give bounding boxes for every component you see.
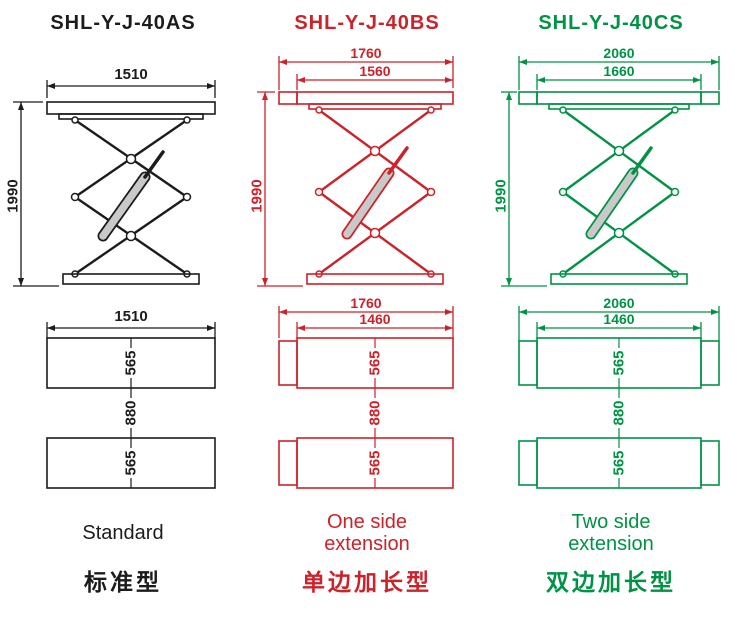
plan-outer-width-label: 2060: [603, 298, 634, 311]
caption-en-two-side: Two side extension: [568, 511, 654, 555]
platform: [277, 91, 454, 110]
model-title-40cs: SHL-Y-J-40CS: [538, 12, 684, 34]
height-dim-label: 1990: [4, 179, 21, 212]
pad-bottom-label: 565: [366, 450, 383, 475]
plan-inner-width-label: 1460: [359, 311, 390, 327]
outer-width-dimension: [517, 56, 720, 90]
height-dim-label: 1990: [248, 179, 265, 212]
outer-width-dim-label: 1760: [350, 46, 381, 61]
gap-label: 880: [122, 400, 139, 425]
plan-width-dim-label: 1510: [114, 308, 147, 325]
column-one-side-extension: SHL-Y-J-40BS 1990 1760: [245, 12, 489, 637]
height-dimension: [256, 91, 303, 287]
column-two-side-extension: SHL-Y-J-40CS 1990 2060: [489, 12, 733, 637]
hydraulic-cylinder: [341, 146, 409, 240]
base-frame: [305, 273, 444, 285]
caption-zh-one-side: 单边加长型: [302, 569, 432, 595]
model-title-40bs: SHL-Y-J-40BS: [294, 12, 440, 34]
inner-width-dim-label: 1660: [603, 63, 634, 79]
caption-en-one-side: One side extension: [324, 511, 410, 555]
height-dimension: [12, 101, 59, 287]
inner-width-dim-label: 1560: [359, 63, 390, 79]
inner-width-dimension: [535, 74, 702, 90]
gap-label: 880: [610, 400, 627, 425]
pivot-joints: [558, 106, 679, 278]
plan-dim-label-backs: [609, 348, 628, 478]
width-dimension: [45, 80, 216, 98]
pad-bottom-label: 565: [122, 450, 139, 475]
column-standard: SHL-Y-J-40AS 1990 1510: [1, 12, 245, 637]
base-frame: [61, 273, 200, 285]
base-frame: [549, 273, 688, 285]
height-dim-label: 1990: [492, 179, 509, 212]
caption-en-standard: Standard: [82, 522, 164, 544]
pad-top-label: 565: [610, 350, 627, 375]
caption-zh-standard: 标准型: [84, 569, 162, 595]
platform: [45, 101, 216, 120]
width-dim-label: 1510: [114, 66, 147, 83]
plan-inner-width-dimension: [535, 322, 702, 338]
plan-dim-label-backs: [121, 348, 140, 478]
plan-outer-width-dimension: [517, 306, 720, 341]
pad-top-label: 565: [366, 350, 383, 375]
inner-width-dimension: [295, 74, 453, 90]
model-title-40as: SHL-Y-J-40AS: [50, 12, 196, 34]
hydraulic-cylinder: [585, 146, 653, 240]
side-view-drawing-two-side: 1990 2060 1660: [492, 46, 720, 287]
plan-inner-width-label: 1460: [603, 311, 634, 327]
plan-width-dimension: [45, 322, 216, 338]
plan-outer-width-label: 1760: [350, 298, 381, 311]
caption-zh-two-side: 双边加长型: [546, 569, 676, 595]
side-view-drawing-one-side: 1990 1760 1560: [248, 46, 454, 287]
plan-view-drawing-standard: 1510 565 880 565: [45, 308, 216, 489]
gap-label: 880: [366, 400, 383, 425]
side-view-drawing-standard: 1990 1510: [4, 66, 216, 287]
plan-view-drawing-one-side: 1760 1460 565 880: [277, 298, 454, 489]
platform: [517, 91, 720, 110]
outer-width-dim-label: 2060: [603, 46, 634, 61]
plan-outer-width-dimension: [277, 306, 454, 338]
pad-top-label: 565: [122, 350, 139, 375]
plan-inner-width-dimension: [295, 322, 453, 338]
height-dimension: [500, 91, 547, 287]
hydraulic-cylinder: [97, 150, 165, 242]
plan-dim-label-backs: [365, 348, 384, 478]
pad-bottom-label: 565: [610, 450, 627, 475]
plan-view-drawing-two-side: 2060 1460: [517, 298, 720, 489]
outer-width-dimension: [277, 56, 454, 90]
